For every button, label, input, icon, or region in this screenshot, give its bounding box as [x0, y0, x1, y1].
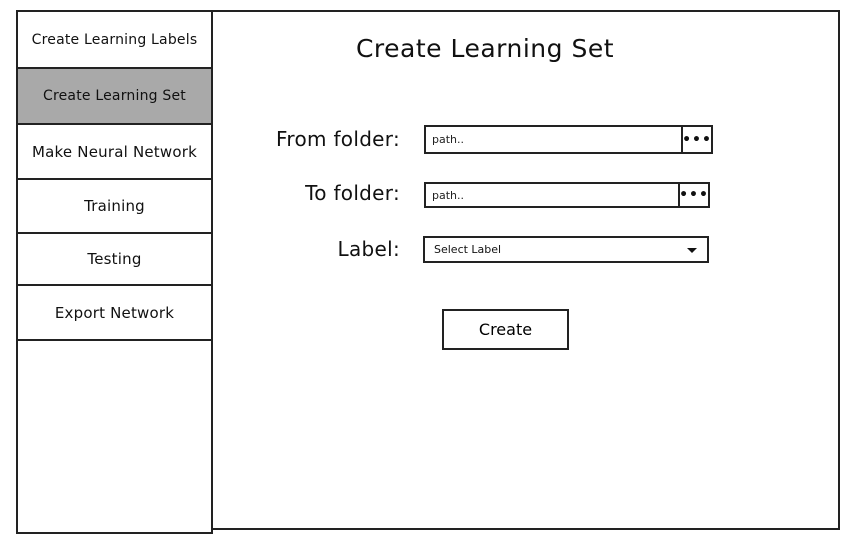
label-select-value: Select Label: [434, 243, 502, 256]
sidebar-item-training[interactable]: Training: [18, 180, 211, 234]
sidebar-item-make-neural-network[interactable]: Make Neural Network: [18, 125, 211, 180]
from-folder-field: •••: [424, 125, 713, 154]
sidebar-item-create-learning-labels[interactable]: Create Learning Labels: [18, 12, 211, 69]
page-title: Create Learning Set: [355, 34, 615, 63]
chevron-down-icon: [687, 248, 697, 253]
sidebar-item-export-network[interactable]: Export Network: [18, 286, 211, 341]
label-select[interactable]: Select Label: [423, 236, 709, 263]
sidebar-item-label: Export Network: [54, 303, 175, 322]
sidebar-item-label: Create Learning Labels: [31, 31, 198, 48]
more-icon: •••: [682, 131, 712, 148]
to-folder-browse-button[interactable]: •••: [678, 184, 708, 206]
sidebar-item-create-learning-set[interactable]: Create Learning Set: [18, 69, 211, 125]
from-folder-browse-button[interactable]: •••: [681, 127, 711, 152]
from-folder-label: From folder:: [276, 127, 400, 151]
sidebar: Create Learning Labels Create Learning S…: [16, 10, 213, 534]
sidebar-item-label: Training: [84, 197, 145, 215]
sidebar-item-label: Make Neural Network: [32, 142, 197, 161]
create-button[interactable]: Create: [442, 309, 569, 350]
label-field-label: Label:: [337, 237, 400, 261]
from-folder-input[interactable]: [426, 127, 681, 152]
to-folder-label: To folder:: [305, 181, 400, 205]
to-folder-input[interactable]: [426, 184, 678, 206]
sidebar-item-label: Create Learning Set: [43, 88, 186, 104]
more-icon: •••: [679, 187, 709, 203]
to-folder-field: •••: [424, 182, 710, 208]
sidebar-item-testing[interactable]: Testing: [18, 234, 211, 286]
sidebar-item-label: Testing: [87, 250, 142, 268]
